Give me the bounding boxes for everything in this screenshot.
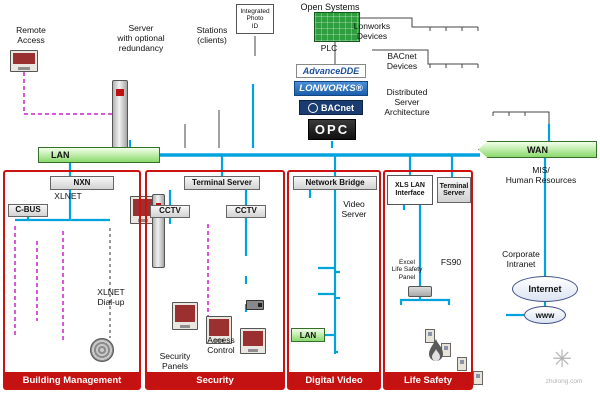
xlnet-dialup-label: XLNET Dial-up [97, 287, 125, 307]
bacnet-badge-label: BACnet [321, 102, 354, 113]
bacnet-badge: BACnet [299, 100, 363, 115]
bacnet-logo-icon [308, 102, 318, 113]
internet-cloud: Internet [512, 276, 578, 302]
xlnet-label: XLNET [54, 191, 82, 201]
station-monitor-2-icon [206, 316, 232, 344]
xls-lan-interface-box: XLS LAN Interface [387, 175, 433, 205]
plc-icon [314, 12, 360, 42]
security-section [145, 170, 285, 390]
flame-icon [424, 338, 448, 366]
watermark-logo-icon: ✳ [551, 346, 573, 373]
lonworks-devices-label: Lonworks Devices [353, 21, 391, 41]
bacnet-devices-label: BACnet Devices [386, 51, 418, 71]
digital-video-section [287, 170, 381, 390]
nxn-box: NXN [50, 176, 114, 190]
photo-id-camera-icon [246, 300, 264, 310]
cbus-box: C-BUS [8, 204, 48, 217]
network-bridge-box: Network Bridge [293, 176, 377, 190]
plc-label: PLC [320, 43, 338, 53]
lonworks-device-icon [425, 329, 435, 343]
dialup-modem-icon [90, 338, 114, 362]
remote-access-label: Remote Access [16, 25, 46, 45]
digital-video-footer: Digital Video [289, 372, 379, 388]
open-systems-title: Open Systems [300, 2, 360, 12]
station-monitor-1-icon [172, 302, 198, 330]
wan-bar: WAN [478, 141, 597, 158]
access-control-label: Access Control [207, 335, 235, 355]
security-footer: Security [147, 372, 283, 388]
terminal-server-box: Terminal Server [184, 176, 260, 190]
safety-terminal-server-box: Terminal Server [437, 177, 471, 203]
distributed-server-architecture-label: Distributed Server Architecture [384, 87, 430, 117]
mis-hr-label: MIS/ Human Resources [505, 165, 577, 185]
advance-dde-badge: AdvanceDDE [296, 64, 366, 78]
photo-id-box: Integrated Photo ID [236, 4, 274, 34]
life-safety-footer: Life Safety [385, 372, 471, 388]
lonworks-device-icon [457, 357, 467, 371]
opc-badge: OPC [308, 119, 356, 140]
watermark-text: zhulong.com [545, 378, 583, 385]
stations-label: Stations (clients) [196, 25, 228, 45]
server-label: Server with optional redundancy [117, 23, 165, 53]
security-panels-label: Security Panels [159, 351, 191, 371]
cctv-right-box: CCTV [226, 205, 266, 218]
corporate-intranet-label: Corporate Intranet [502, 249, 540, 269]
building-management-footer: Building Management [5, 372, 139, 388]
cctv-left-box: CCTV [150, 205, 190, 218]
lan-bar: LAN [38, 147, 160, 163]
fs90-label: FS90 [440, 257, 462, 267]
remote-access-terminal-icon [10, 50, 38, 72]
video-server-label: Video Server [341, 199, 367, 219]
www-cloud: www [524, 306, 566, 324]
building-management-section [3, 170, 141, 390]
excel-life-safety-panel-label: Excel Life Safety Panel [391, 259, 423, 281]
photo-id-monitor-icon [240, 328, 266, 354]
lonworks-device-icon [473, 371, 483, 385]
life-safety-section [383, 170, 473, 390]
lonworks-badge: LONWORKS® [294, 81, 368, 96]
video-lan-badge: LAN [291, 328, 325, 342]
network-hub-icon [408, 286, 432, 297]
